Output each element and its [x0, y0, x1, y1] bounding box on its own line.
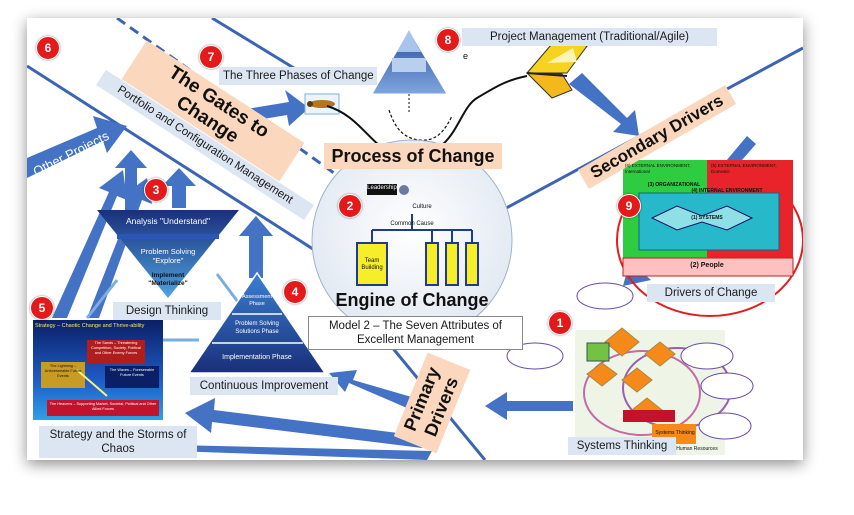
slide: 6 7 8 2 3 4 5 9 1 Project Management (Tr… [27, 18, 803, 460]
three-phases-label: The Three Phases of Change [219, 67, 377, 85]
strategy-label-line2: Chaos [101, 443, 135, 455]
design-problem-text2: "Explore" [152, 256, 184, 265]
badge-3: 3 [144, 178, 168, 202]
arrow-up-gate [162, 168, 196, 208]
model-label-line2: Excellent Management [357, 334, 474, 346]
badge-5: 5 [30, 296, 54, 320]
design-problem-text1: Problem Solving [140, 247, 196, 256]
systems-thinking-label: Systems Thinking [568, 437, 676, 455]
caterpillar-icon [304, 93, 340, 115]
arrow-to-strategy [185, 398, 422, 448]
strategy-label: Strategy and the Storms of Chaos [39, 426, 197, 458]
drivers-external-left: (6) EXTERNAL ENVIRONMENT, International [625, 163, 691, 174]
other-projects-arrow [27, 116, 127, 178]
badge-6: 6 [36, 36, 60, 60]
systems-hr-inner: Human Resources [676, 446, 718, 452]
design-implement-text1: Implement [151, 272, 185, 279]
continuous-improvement-triangle [187, 271, 327, 374]
strategy-box [33, 320, 163, 420]
arrow-strategy-up [52, 170, 127, 318]
badge-1: 1 [548, 311, 572, 335]
process-of-change-title: Process of Change [324, 143, 502, 169]
badge-8: 8 [436, 28, 460, 52]
arrow-up-design [115, 150, 147, 218]
engine-tree [356, 184, 479, 286]
strategy-waves-text: The Waves – Foreseeable Future Events [109, 368, 155, 377]
diagonal-line-top [211, 18, 303, 75]
arrow-up-ci [239, 216, 273, 278]
design-thinking-label: Design Thinking [113, 302, 221, 320]
ci-problem-text2: Solutions Phase [235, 329, 279, 335]
design-thinking-triangle [97, 210, 239, 298]
butterfly-icon [525, 37, 588, 99]
connector-arrows [85, 273, 243, 342]
engine-common-cause-text: Common Cause [390, 221, 434, 227]
strategy-label-line1: Strategy and the Storms of [49, 429, 187, 441]
badge-2: 2 [338, 194, 362, 218]
process-pyramid [371, 29, 448, 114]
drivers-internal: (4) INTERNAL ENVIRONMENT [691, 188, 763, 194]
systems-diagram [506, 282, 754, 455]
engine-of-change-title: Engine of Change [335, 290, 489, 310]
ci-implementation-text: Implementation Phase [222, 354, 292, 361]
arrow-to-secondary [569, 73, 639, 136]
drivers-systems: (1) SYSTEMS [691, 215, 723, 221]
badge-7: 7 [199, 45, 223, 69]
engine-culture-text: Culture [412, 204, 432, 210]
badge-9: 9 [617, 194, 641, 218]
ci-problem-text1: Problem Solving [235, 321, 279, 327]
model-label: Model 2 – The Seven Attributes of Excell… [308, 316, 523, 350]
engine-leadership-text: Leadership [367, 185, 397, 191]
stray-e: e [463, 51, 469, 61]
systems-thinking-inner: Systems Thinking [655, 430, 695, 436]
design-implement-text2: "Materialize" [148, 280, 188, 287]
diagonal-line-left [27, 64, 328, 260]
drivers-external-right: (5) EXTERNAL ENVIRONMENT, Domestic [711, 163, 777, 174]
strategy-box-title: Strategy – Chaotic Change and Thrive-abi… [35, 323, 145, 329]
ci-assessment-text2: Phase [249, 301, 265, 307]
drivers-of-change-label: Drivers of Change [647, 284, 775, 302]
project-management-label: Project Management (Traditional/Agile) [462, 28, 717, 46]
continuous-improvement-label: Continuous Improvement [190, 377, 338, 395]
strategy-sands-text: The Sands – Threatening Competition, Soc… [91, 341, 141, 355]
arrow-to-ci [329, 370, 415, 408]
drivers-people: (2) People [690, 262, 724, 269]
strategy-lightning-text: The Lightning – Unforeseeable Future Eve… [44, 364, 82, 378]
design-analysis-text: Analysis "Understand" [126, 216, 210, 226]
strategy-sky-text: The Heavens – Supporting Market, Societa… [49, 402, 157, 411]
arrow-systems-left [485, 392, 573, 420]
engine-team-building-text: Team Building [361, 258, 383, 271]
drivers-organizational: (3) ORGANIZATIONAL [647, 182, 701, 188]
arrow-bottom-left [65, 433, 432, 460]
model-label-line1: Model 2 – The Seven Attributes of [328, 320, 503, 332]
badge-4: 4 [283, 280, 307, 304]
ci-assessment-text1: Assessment [242, 294, 272, 300]
